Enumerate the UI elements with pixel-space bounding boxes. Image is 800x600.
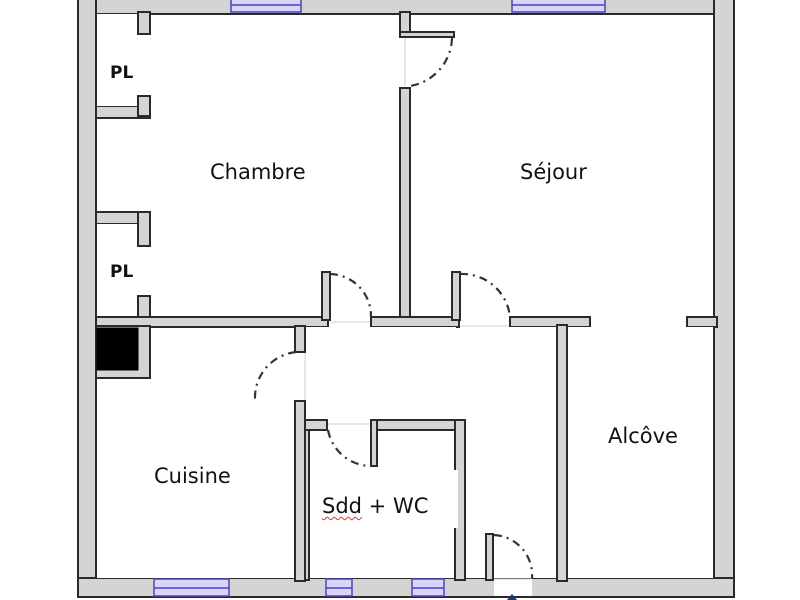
room-label-chambre: Chambre: [210, 160, 306, 184]
outer-wall-left: [77, 0, 97, 598]
room-floors: [97, 14, 713, 578]
closet-stub: [137, 95, 151, 117]
partition-chambre-sejour: [399, 87, 411, 319]
room-label-sdd: Sdd: [322, 494, 362, 518]
door-leaf: [321, 271, 331, 321]
wall-sdd-top-left: [304, 419, 328, 431]
partition-stub-top: [399, 11, 411, 35]
room-label-sdd-wc: Sdd + WC: [322, 494, 428, 518]
ventilation-duct: [96, 327, 139, 371]
wall-chambre-bottom: [95, 316, 329, 328]
wall-kitchen-right: [294, 400, 306, 582]
wall-mid: [370, 316, 460, 328]
door-arc-sejour-corridor: [459, 272, 512, 318]
door-arc-sdd: [326, 429, 372, 468]
closet-stub: [137, 11, 151, 35]
window-sejour: [511, 0, 606, 13]
closet-stub: [137, 211, 151, 247]
door-arc-sejour: [409, 37, 454, 88]
wall-kitchen-right-stub: [294, 325, 306, 353]
door-arcs: [253, 37, 534, 579]
closet-label-pl-top: PL: [110, 63, 134, 83]
wall-alcove-stub: [686, 316, 718, 328]
door-leaf: [399, 31, 455, 38]
outer-wall-right: [713, 0, 735, 598]
door-arc-chambre: [329, 272, 373, 318]
window-chambre: [230, 0, 302, 13]
wall-sejour-right: [509, 316, 591, 328]
door-arc-entry: [493, 533, 534, 579]
room-label-alcove: Alcôve: [608, 424, 678, 448]
entry-arrow-icon: [507, 594, 517, 600]
room-label-wc: + WC: [362, 494, 429, 518]
room-label-cuisine: Cuisine: [154, 464, 231, 488]
room-label-sejour: Séjour: [520, 160, 587, 184]
wall-sdd-top-right: [370, 419, 466, 431]
door-arc-cuisine: [253, 350, 297, 401]
closet-label-pl-bottom: PL: [110, 262, 134, 282]
closet-stub: [137, 295, 151, 319]
door-leaf: [451, 271, 461, 321]
